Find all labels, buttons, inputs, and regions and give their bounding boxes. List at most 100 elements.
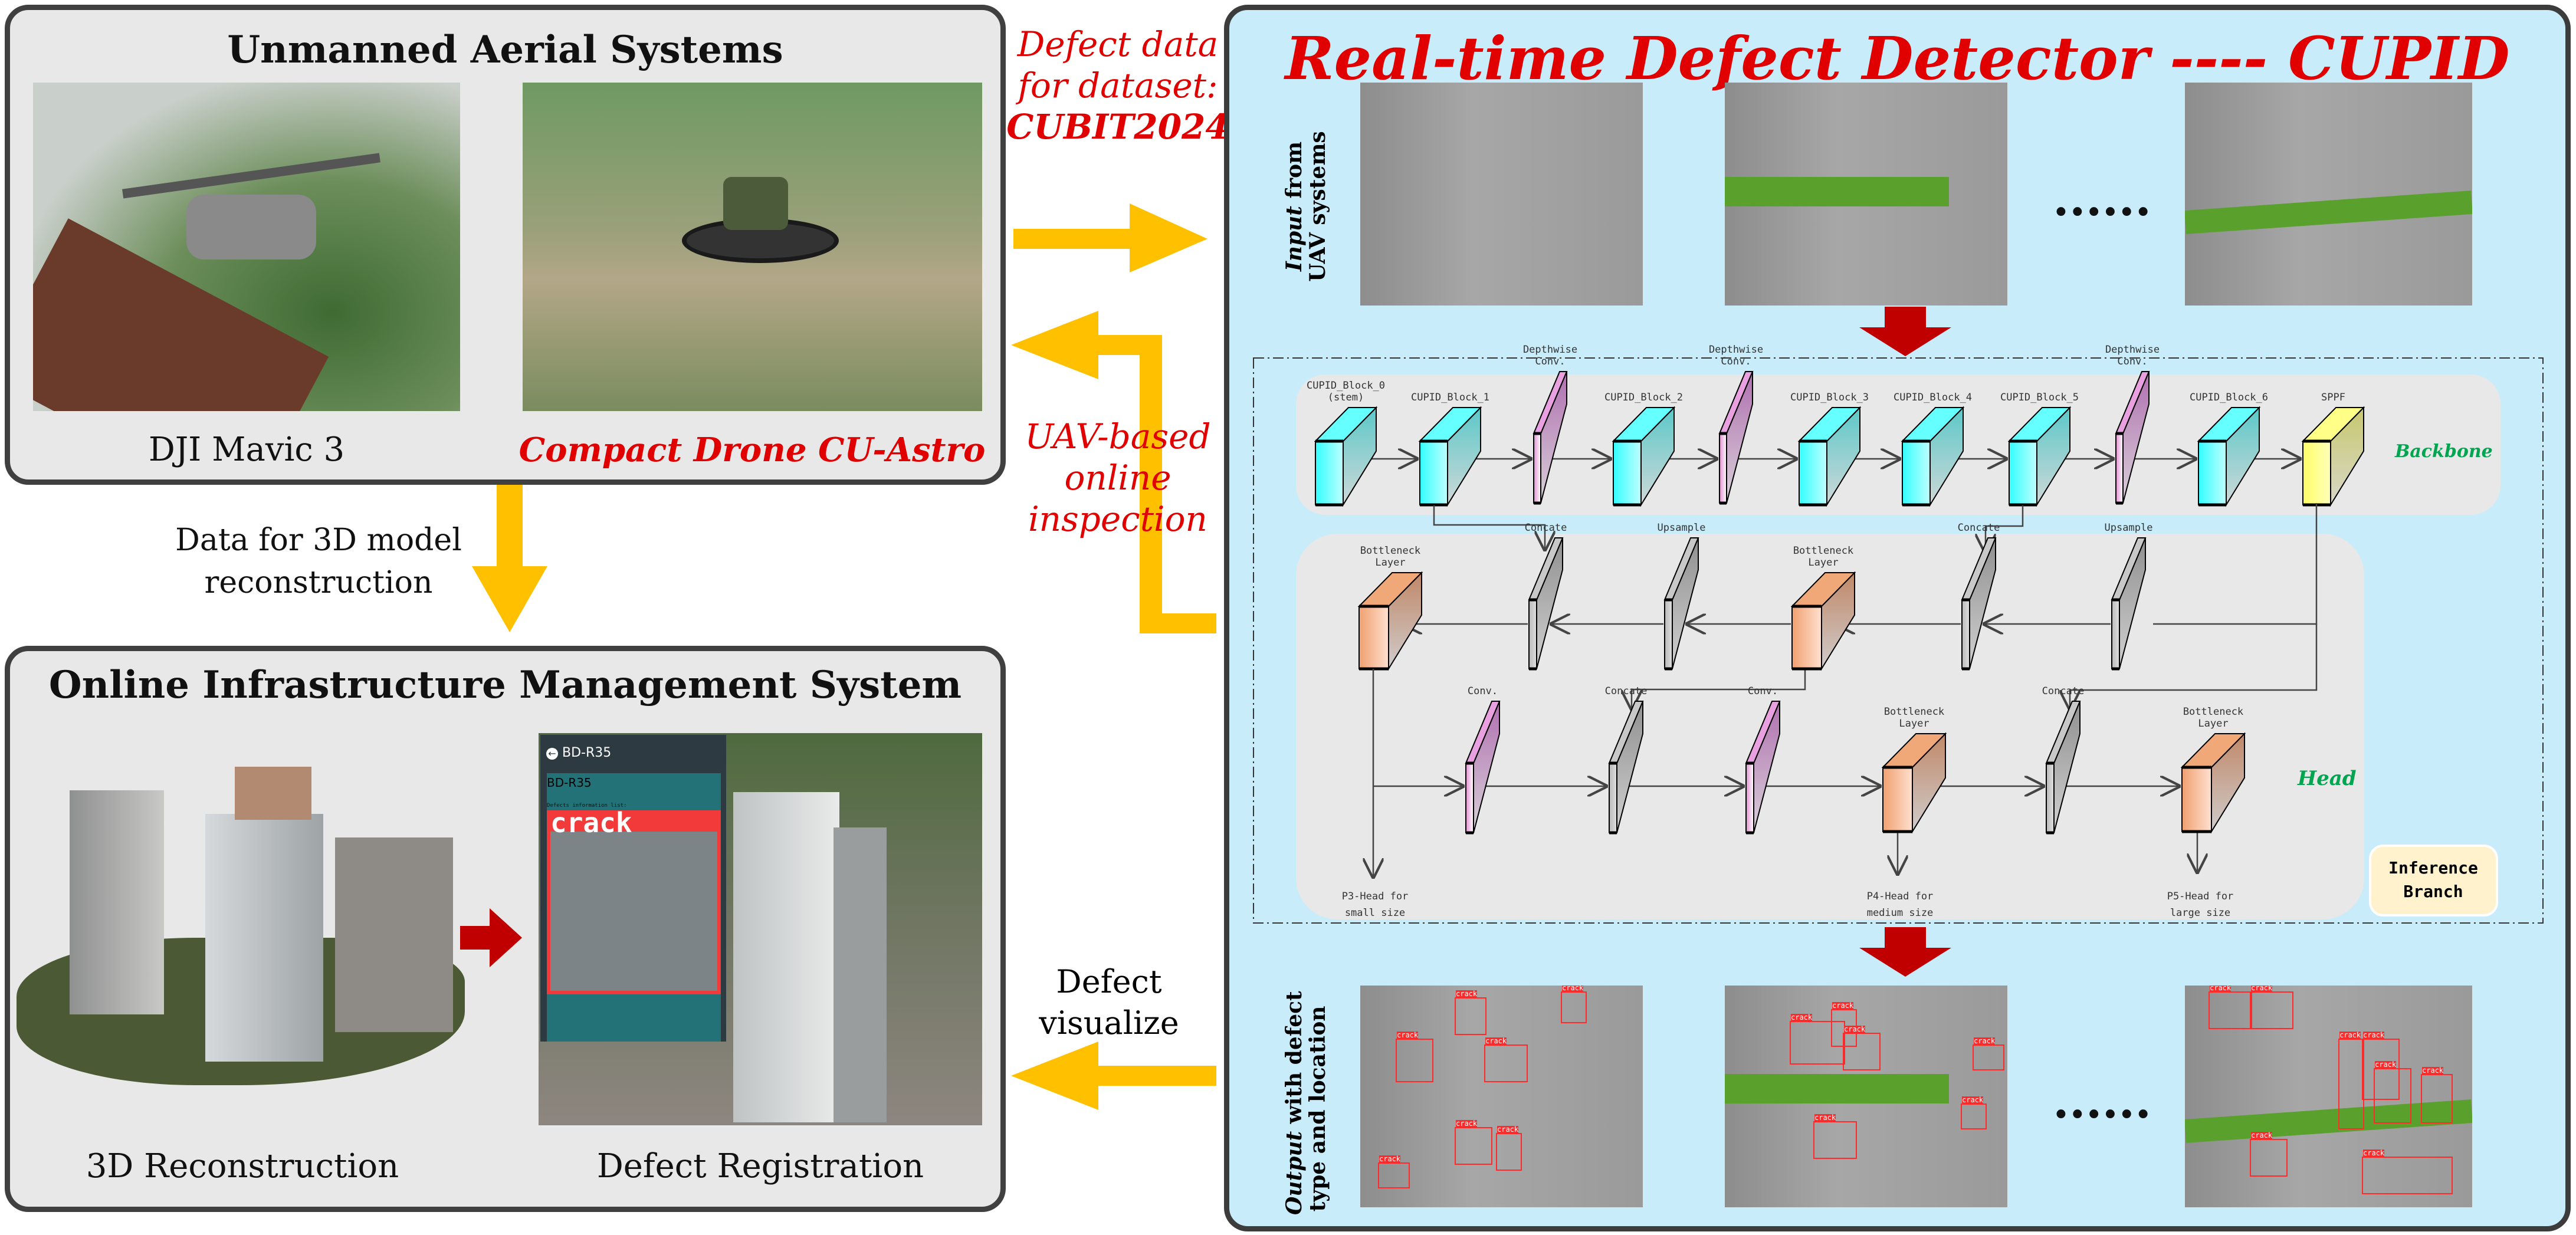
detection-label: crack <box>1456 990 1478 998</box>
detection-label: crack <box>2251 1131 2273 1139</box>
detection-box: crack <box>1790 1014 1845 1065</box>
visualize-line2: visualize <box>1039 1004 1179 1042</box>
head-block: Conv. <box>1745 685 1781 835</box>
inference-branch-label: Inference Branch <box>2388 858 2478 901</box>
app-header: BD-R35 <box>562 745 612 760</box>
red-right-arrow <box>460 908 522 967</box>
detection-label: crack <box>1456 1119 1478 1128</box>
detection-box: crack <box>1961 1096 1987 1129</box>
dataset-line2: for dataset: <box>1018 65 1218 106</box>
backbone-block: SPPF <box>2301 392 2365 507</box>
head-block: Concate <box>1525 522 1567 671</box>
backbone-block: CUPID_Block_1 <box>1411 392 1489 507</box>
detection-label: crack <box>2339 1031 2361 1039</box>
reconstruction-caption: 3D Reconstruction <box>86 1147 399 1185</box>
detection-label: crack <box>1832 1001 1854 1010</box>
detection-label: crack <box>1485 1037 1507 1045</box>
detection-box: crack <box>2374 1061 2411 1124</box>
block-label: Conv. <box>1748 685 1778 697</box>
dataset-label: Defect data for dataset: CUBIT2024 <box>1006 24 1230 147</box>
detection-label: crack <box>1379 1155 1401 1163</box>
head-block: Concate <box>2042 685 2084 835</box>
detection-box: crack <box>2362 1032 2400 1100</box>
backbone-label: Backbone <box>2395 441 2493 462</box>
block-label: Concate <box>1525 522 1567 534</box>
head-block: Conv. <box>1465 685 1501 835</box>
dataset-name: CUBIT2024 <box>1006 107 1229 147</box>
detection-box: crack <box>1484 1037 1528 1082</box>
detection-label: crack <box>2251 986 2273 992</box>
output-ellipsis: ...... <box>2053 1073 2152 1129</box>
block-label: CUPID_Block_4 <box>1894 392 1972 403</box>
detection-label: crack <box>1962 1096 1984 1104</box>
drone-icon <box>186 195 316 260</box>
detection-label: crack <box>2363 1031 2385 1039</box>
3d-reconstruction-model <box>17 743 468 1101</box>
back-icon[interactable]: ← <box>546 748 558 760</box>
detection-label: crack <box>1814 1114 1836 1122</box>
inference-branch-frame <box>1253 357 2544 924</box>
block-label: CUPID_Block_3 <box>1790 392 1869 403</box>
detection-label: crack <box>1974 1037 1996 1045</box>
block-label: CUPID_Block_0(stem) <box>1307 380 1385 403</box>
cu-astro-caption: Compact Drone CU-Astro <box>519 431 986 469</box>
backbone-block: CUPID_Block_0(stem) <box>1307 380 1385 507</box>
connector <box>1632 669 1806 711</box>
detection-box: crack <box>2250 986 2293 1029</box>
backbone-block: CUPID_Block_6 <box>2190 392 2268 507</box>
visualize-label: Defect visualize <box>1015 961 1203 1044</box>
block-label: CUPID_Block_2 <box>1604 392 1683 403</box>
left-return-arrow <box>1011 311 1216 633</box>
detection-box: crack <box>1831 1002 1857 1047</box>
backbone-block: CUPID_Block_2 <box>1604 392 1683 507</box>
detection-box: crack <box>2421 1067 2453 1124</box>
input-image-1 <box>1360 83 1643 306</box>
inspection-label: UAV-based online inspection <box>1006 416 1230 540</box>
head-block: Concate <box>1605 685 1647 835</box>
head-block: Concate <box>1958 522 2000 671</box>
visualize-arrow <box>1011 1042 1216 1110</box>
inspection-line1: UAV-based <box>1025 416 1211 456</box>
backbone-block: CUPID_Block_5 <box>2000 392 2079 507</box>
registration-caption: Defect Registration <box>596 1147 924 1185</box>
detection-label: crack <box>2363 1149 2385 1157</box>
detection-box: crack <box>2362 1149 2453 1194</box>
defect-registration-screenshot: ← BD-R35 BD-R35 Defects information list… <box>539 733 982 1125</box>
block-label: SPPF <box>2321 392 2345 403</box>
block-label: Concate <box>1958 522 2000 534</box>
detection-box: crack <box>1561 986 1587 1023</box>
detection-box: crack <box>2209 986 2252 1029</box>
dji-mavic-photo <box>33 83 460 411</box>
detection-box: crack <box>1378 1155 1410 1188</box>
detection-label: crack <box>1844 1025 1866 1033</box>
detection-box: crack <box>2250 1132 2288 1177</box>
backbone-block: CUPID_Block_4 <box>1894 392 1972 507</box>
head-block: Upsample <box>2105 522 2152 671</box>
crack-image[interactable]: crack <box>547 809 721 994</box>
input-image-3 <box>2185 83 2472 306</box>
down-arrow <box>497 485 523 573</box>
inspection-line3: inspection <box>1028 499 1207 539</box>
down-arrow-red-2 <box>1859 927 1951 977</box>
defect-card[interactable]: BD-R35 Defects information list: crack <box>547 773 721 1042</box>
card-title: BD-R35 <box>547 776 592 790</box>
visualize-line1: Defect <box>1056 963 1162 1000</box>
detection-box: crack <box>2338 1032 2364 1129</box>
detection-box: crack <box>1813 1114 1857 1159</box>
head-label: Head <box>2298 767 2357 790</box>
